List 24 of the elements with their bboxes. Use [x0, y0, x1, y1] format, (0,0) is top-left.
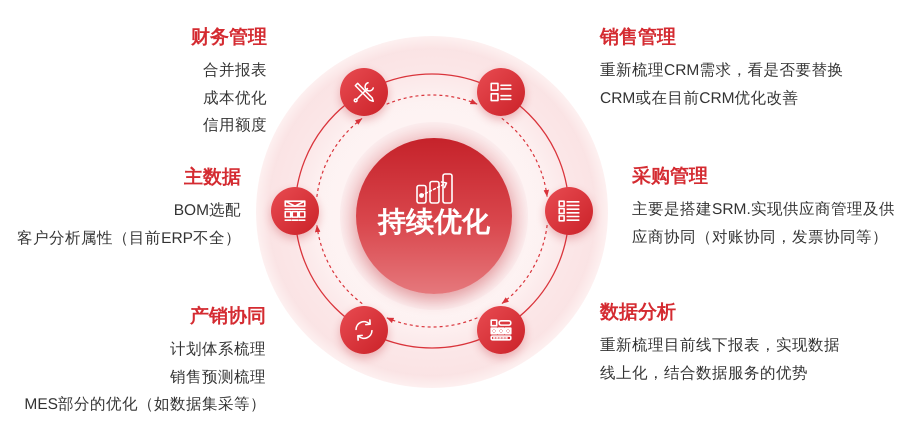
section-heading: 采购管理 [632, 165, 708, 189]
section-text: 计划体系梳理 [170, 340, 266, 360]
section-text: 重新梳理CRM需求，看是否要替换CRM或在目前CRM优化改善 [600, 61, 844, 108]
section-text: MES部分的优化（如数据集采等） [24, 395, 266, 415]
center-title: 持续优化 [378, 205, 490, 239]
arrow [386, 317, 478, 328]
section-text: 主要是搭建SRM.实现供应商管理及供应商协同（对账协同，发票协同等） [632, 200, 896, 248]
section-text: 客户分析属性（目前ERP不全） [17, 228, 241, 248]
section-text: 合并报表 [203, 61, 267, 81]
arrow [316, 118, 363, 198]
section-heading: 主数据 [184, 166, 241, 190]
section-text: 信用额度 [203, 116, 267, 136]
section-heading: 产销协同 [190, 305, 266, 329]
arrow [501, 224, 548, 304]
arrow [501, 118, 549, 198]
section-text: 销售预测梳理 [170, 368, 266, 388]
section-text: 重新梳理目前线下报表，实现数据线上化，结合数据服务的优势 [600, 336, 841, 384]
arrow [315, 224, 363, 304]
arrow [386, 94, 478, 105]
section-heading: 数据分析 [600, 301, 676, 325]
section-text: 成本优化 [203, 88, 267, 108]
section-text: BOM选配 [174, 201, 241, 221]
section-heading: 销售管理 [600, 26, 676, 50]
section-heading: 财务管理 [191, 26, 267, 50]
